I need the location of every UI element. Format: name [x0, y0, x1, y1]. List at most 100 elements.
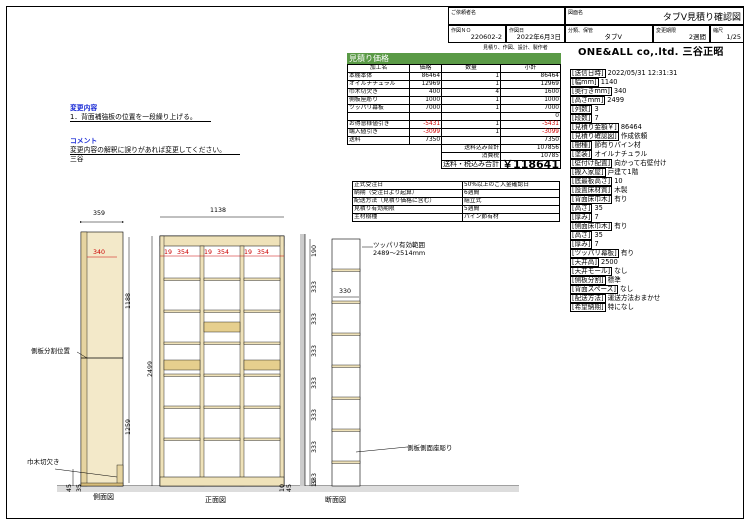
- drawing-name: タブV見積り確認図: [662, 13, 741, 23]
- price-cell-name: 送料: [346, 136, 411, 145]
- scale-label: 縮尺: [713, 28, 724, 34]
- price-total-value: 107856: [500, 144, 561, 153]
- spec-value: 作成依頼: [620, 132, 648, 140]
- spec-value: 340: [613, 87, 627, 95]
- category: タブV: [604, 33, 622, 41]
- range-line-1: ツッパリ有効範囲: [373, 241, 425, 249]
- change-heading: 変更内容: [70, 104, 98, 112]
- dim-side-depth: 359: [93, 210, 106, 217]
- spec-item: [見積り確認図] 作成依頼: [570, 132, 738, 141]
- spec-item: [塗装] オイルナチュラル: [570, 150, 738, 159]
- category-cell: 分類、保管 タブV: [565, 25, 653, 43]
- dim-board-2: 19: [204, 249, 213, 256]
- front-shelf: [163, 309, 201, 313]
- front-divider-2: [239, 245, 245, 487]
- order-cell-k: 納期（受注日より起算）: [352, 189, 463, 198]
- spec-key: [天井高]: [570, 258, 599, 267]
- spec-item: [側板分割] 標準: [570, 276, 738, 285]
- section-shelf: [331, 332, 361, 336]
- drawing-no-cell: 作図ＮＯ 220602-2: [448, 25, 506, 43]
- spec-key: [搬入家屋]: [570, 168, 606, 177]
- spec-key: [壁付け配置]: [570, 159, 613, 168]
- front-shelf: [163, 405, 201, 409]
- price-cell-qty: 1: [441, 80, 502, 89]
- front-shelf: [163, 373, 201, 377]
- spec-key: [厚み]: [570, 240, 593, 249]
- price-cell-qty: 1: [441, 104, 502, 113]
- dim-board-1: 19: [164, 249, 173, 256]
- spec-key: [塗装]: [570, 150, 593, 159]
- front-shelf: [203, 309, 241, 313]
- section-view: [300, 234, 408, 487]
- order-row: 納期（受注日より起算）6週間: [352, 189, 560, 198]
- price-cell-sub: 1600: [500, 88, 561, 97]
- spec-item: [厚み] 7: [570, 213, 738, 222]
- spec-value: 1140: [600, 78, 618, 86]
- spec-item: [段数] 7: [570, 114, 738, 123]
- order-cell-k: 主材樹種: [352, 213, 463, 222]
- order-cell-v: 6週間: [462, 189, 560, 198]
- spec-value: 有り: [614, 195, 628, 203]
- front-shelf: [203, 277, 241, 281]
- floor-hatch: [57, 486, 519, 492]
- spec-key: [奥行きmm]: [570, 87, 612, 96]
- dim-section-pitch: 333: [311, 280, 318, 293]
- split-leader: [76, 351, 88, 359]
- drawing-name-label: 図面名: [568, 10, 584, 16]
- dim-front-width: 1138: [210, 207, 227, 214]
- spec-key: [側面床巾木]: [570, 222, 613, 231]
- spec-key: [列数]: [570, 105, 593, 114]
- date-cell: 作図日 2022年6月3日: [506, 25, 565, 43]
- order-cell-k: 見積り有効期限: [352, 205, 463, 214]
- spec-item: [見積り金額￥] 86464: [570, 123, 738, 132]
- customer-cell: ご依頼者名: [448, 7, 565, 25]
- spec-key: [見積り確認図]: [570, 132, 619, 141]
- spec-key: [樹種]: [570, 141, 593, 150]
- section-shelf: [331, 428, 361, 432]
- front-shelf: [163, 277, 201, 281]
- spec-value: 特になし: [607, 303, 635, 311]
- col-qty: 数量: [441, 64, 502, 73]
- price-total-value: ￥118641: [500, 158, 561, 171]
- spec-value: 向かって右壁付け: [614, 159, 667, 167]
- spec-value: 戸建て1階: [607, 168, 639, 176]
- customer-label: ご依頼者名: [451, 10, 477, 16]
- dim-front-gap: 10: [279, 483, 286, 492]
- section-shelf: [331, 364, 361, 368]
- spec-key: [送信日時]: [570, 69, 606, 78]
- price-cell-qty: [441, 112, 502, 121]
- range-note: ツッパリ有効範囲 2489～2514mm: [373, 241, 425, 257]
- spec-key: [高さ]: [570, 231, 593, 240]
- section-view-label: 断面図: [325, 495, 346, 505]
- spec-key: [見積り金額￥]: [570, 123, 619, 132]
- spec-key: [背面スペース]: [570, 285, 618, 294]
- spec-item: [ツッパリ幕板] 有り: [570, 249, 738, 258]
- spec-item: [幅mm] 1140: [570, 78, 738, 87]
- front-shelf: [203, 437, 241, 441]
- front-shelf: [243, 341, 281, 345]
- spec-value: 86464: [620, 123, 642, 131]
- drawing-sheet: ご依頼者名 図面名 タブV見積り確認図 作図ＮＯ 220602-2 作図日 20…: [6, 6, 744, 519]
- dim-side-inner: 340: [93, 249, 106, 256]
- spec-key: [厚み]: [570, 213, 593, 222]
- price-cell-qty: 1: [441, 128, 502, 137]
- front-right-side: [279, 235, 285, 487]
- order-cell-v: 組立式: [462, 197, 560, 206]
- spec-key: [ツッパリ幕板]: [570, 249, 619, 258]
- spec-item: [高さmm] 2499: [570, 96, 738, 105]
- spec-key: [側板分割]: [570, 276, 606, 285]
- spec-value: 有り: [614, 222, 628, 230]
- price-spacer: [348, 153, 442, 161]
- wall-hatch: [300, 234, 305, 486]
- order-cell-v: 50%以上のご入金確認日: [462, 181, 560, 190]
- side-view-label: 側面図: [93, 492, 114, 502]
- spec-value: 10: [614, 177, 623, 185]
- price-cell-sub: -3099: [500, 128, 561, 137]
- section-shelf: [331, 460, 361, 464]
- spec-item: [樹種] 節有りパイン材: [570, 141, 738, 150]
